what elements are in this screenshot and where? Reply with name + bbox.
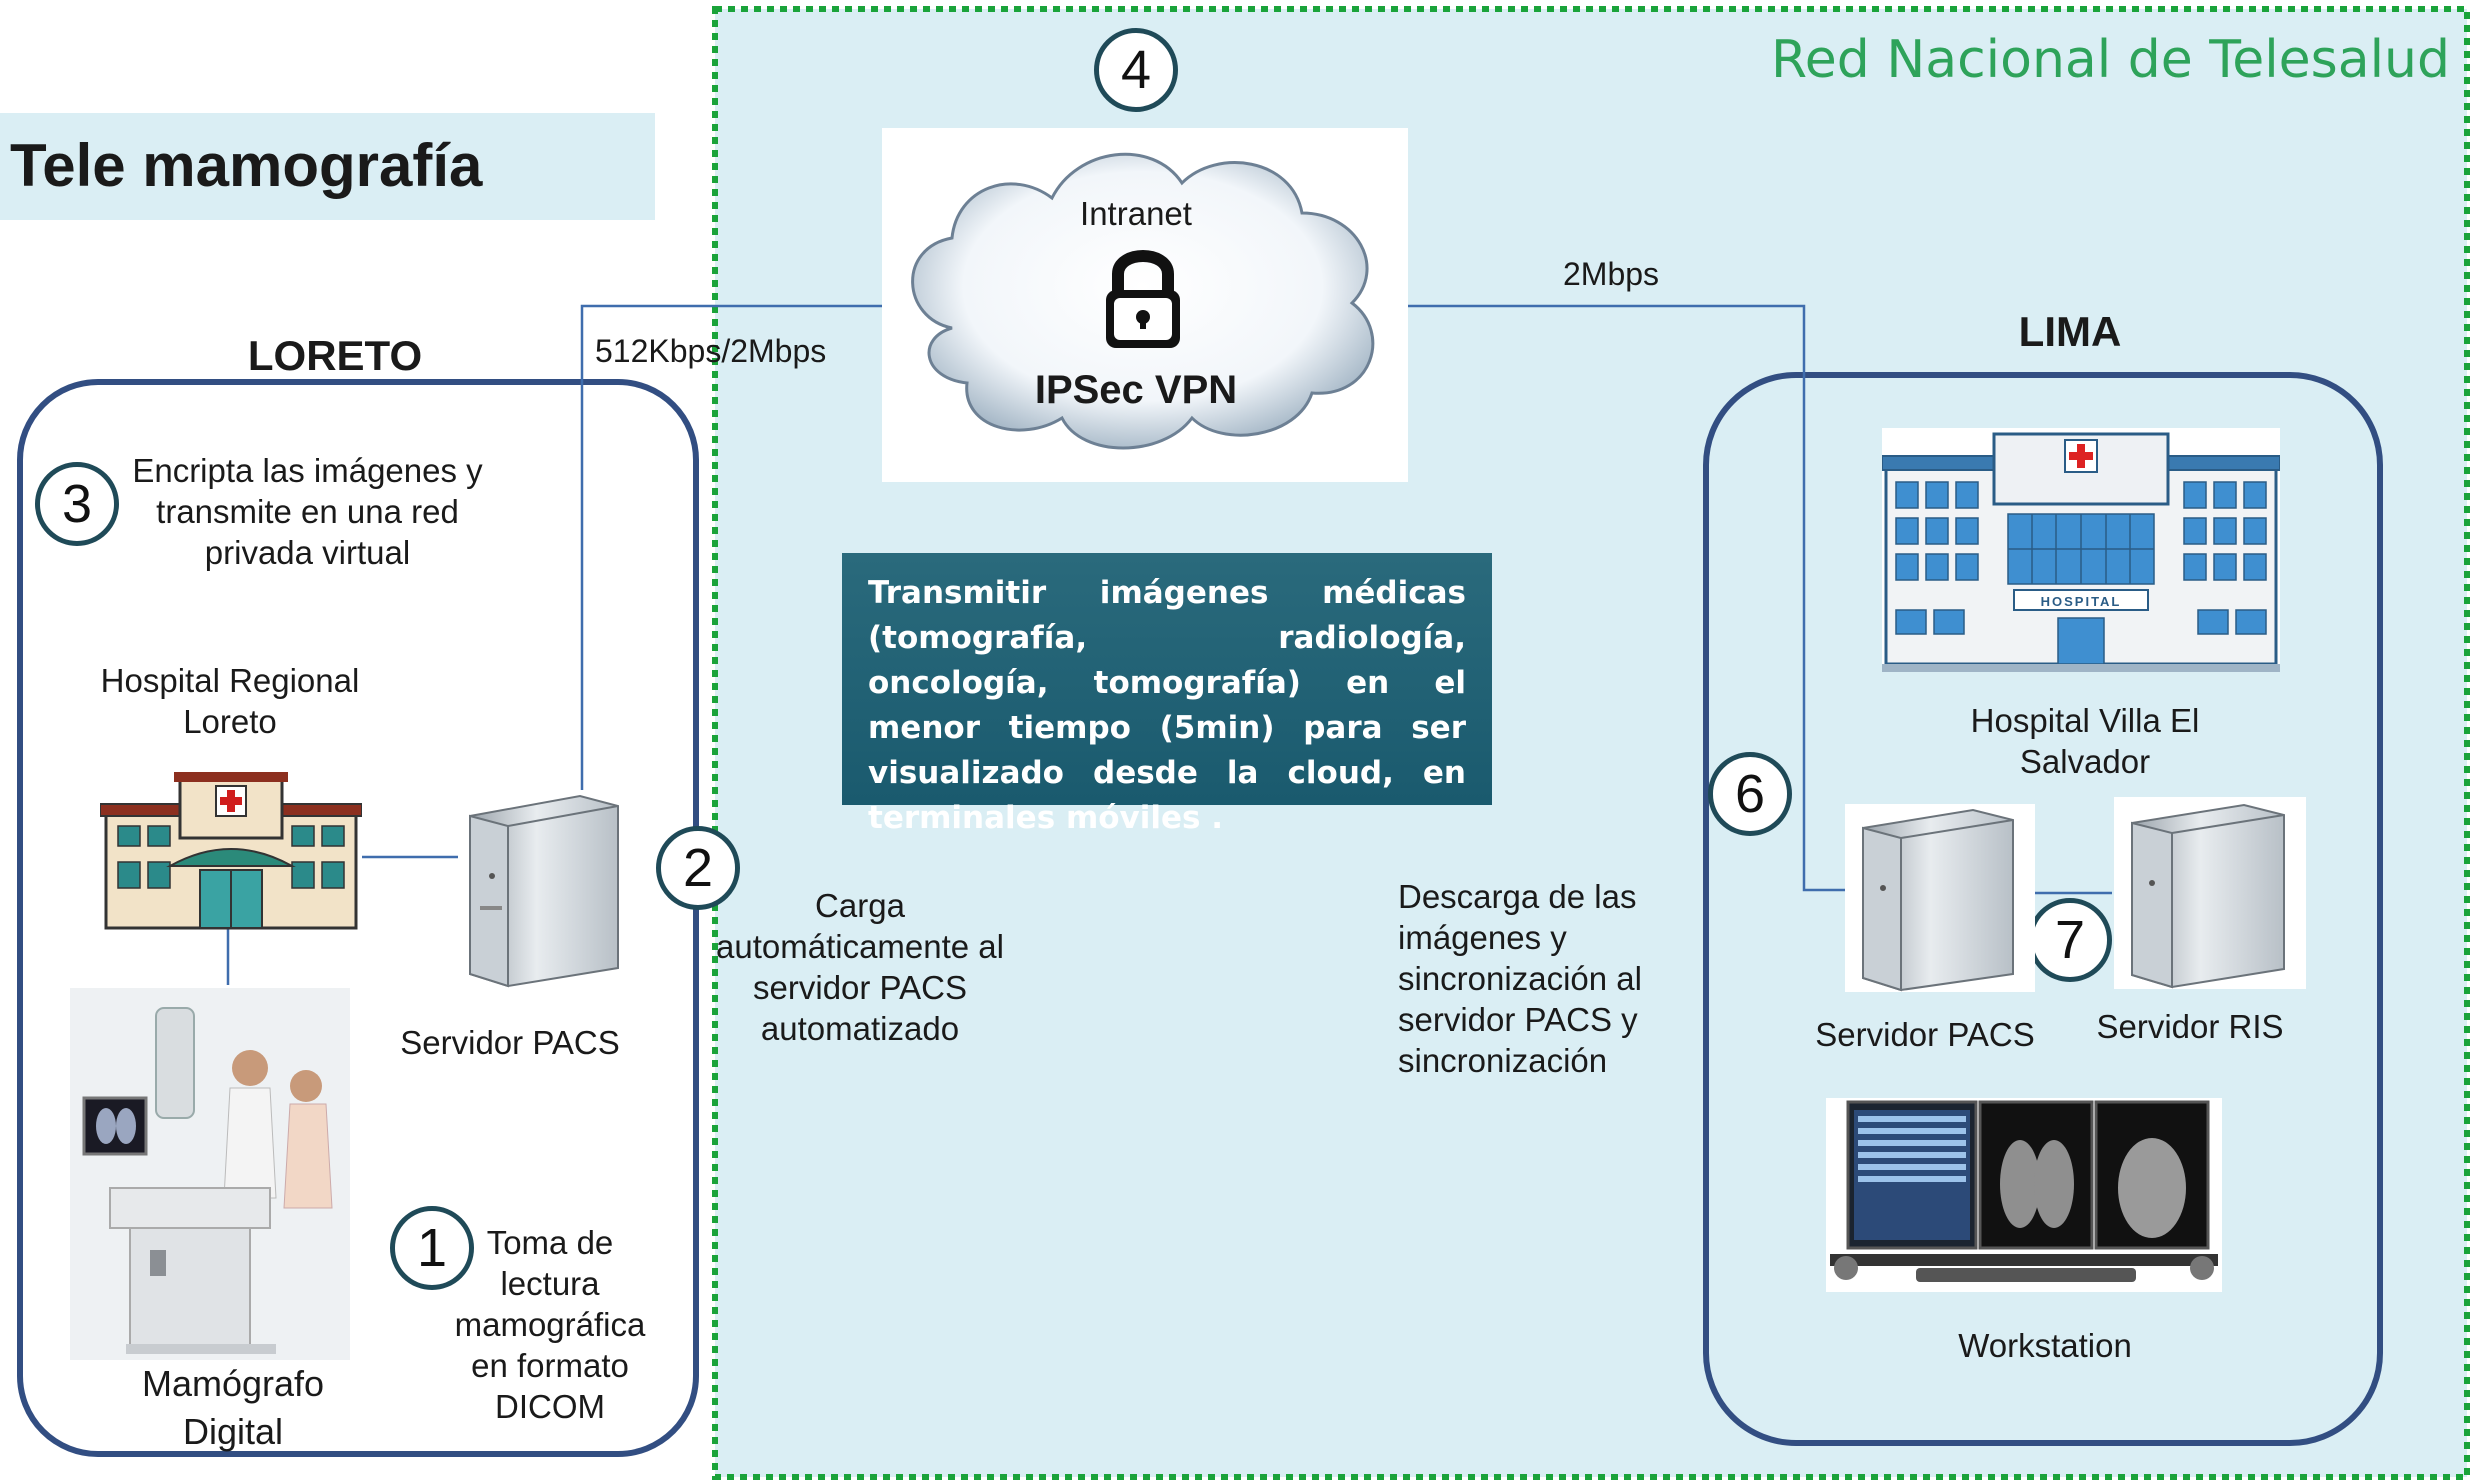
step-4-badge: 4 <box>1094 28 1178 112</box>
pacs-right-server-icon <box>1845 804 2035 992</box>
workstation-label: Workstation <box>1958 1327 2132 1364</box>
hospital-left-label: Hospital Regional Loreto <box>100 662 360 740</box>
hospital-right-label: Hospital Villa El Salvador <box>1970 702 2200 780</box>
lock-icon <box>1098 242 1188 352</box>
ris-right-server-icon <box>2114 797 2306 989</box>
pacs-right-label: Servidor PACS <box>1815 1016 2035 1053</box>
step-6-badge: 6 <box>1708 752 1792 836</box>
page-title: Tele mamografía <box>10 132 483 199</box>
region-label-loreto: LORETO <box>247 332 423 379</box>
hospital-sign: HOSPITAL <box>2040 594 2122 609</box>
cloud-intranet-label: Intranet <box>1080 195 1192 232</box>
step-1-text: Toma de lectura mamográfica en formato D… <box>454 1224 646 1425</box>
cloud-vpn-label: IPSec VPN <box>1034 368 1238 412</box>
info-box: Transmitir imágenes médicas (tomografía,… <box>842 553 1492 836</box>
link-speed-right: 2Mbps <box>1563 256 1660 292</box>
region-label-lima: LIMA <box>2018 308 2122 355</box>
pacs-left-label: Servidor PACS <box>400 1024 620 1061</box>
mammograph-label: Mamógrafo Digital <box>141 1363 325 1452</box>
lima-region-box <box>1703 372 2383 1446</box>
step-1-badge: 1 <box>390 1206 474 1290</box>
ris-right-label: Servidor RIS <box>2096 1008 2284 1045</box>
step-2-badge: 2 <box>656 826 740 910</box>
network-title: Red Nacional de Telesalud <box>1771 30 2450 90</box>
hospital-right-icon <box>1881 428 2281 672</box>
step-3-text: Encripta las imágenes y transmite en una… <box>132 452 483 571</box>
step-6-text: Descarga de las imágenes y sincronizació… <box>1398 878 1642 1079</box>
hospital-left-icon <box>99 770 363 930</box>
link-speed-left: 512Kbps/2Mbps <box>595 333 827 369</box>
mammograph-photo <box>70 988 350 1360</box>
step-3-badge: 3 <box>35 462 119 546</box>
workstation-icon <box>1826 1098 2222 1292</box>
pacs-left-server-icon <box>462 786 626 988</box>
step-7-badge: 7 <box>2028 898 2112 982</box>
link-cloud-to-lima <box>1408 304 1850 892</box>
step-2-text: Carga automáticamente al servidor PACS a… <box>716 887 1004 1047</box>
title-banner <box>0 113 655 220</box>
loreto-region-box <box>17 379 699 1457</box>
link-pacs-to-cloud <box>580 304 890 790</box>
